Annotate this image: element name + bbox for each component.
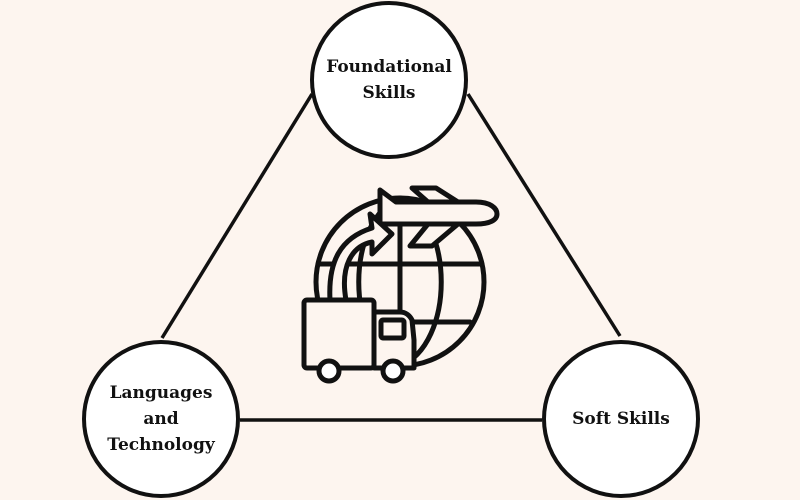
node-label-foundational-skills: Foundational Skills	[326, 57, 452, 103]
global-logistics-icon	[301, 185, 500, 384]
airplane-icon	[377, 185, 500, 249]
node-label-languages-and-technology: Languages and Technology	[107, 383, 215, 455]
connector-top-right	[466, 93, 622, 337]
node-label-soft-skills: Soft Skills	[572, 409, 670, 429]
connector-top-left	[160, 93, 314, 339]
delivery-truck-icon	[301, 297, 417, 384]
curved-arrow-icon	[327, 211, 395, 303]
node-languages-and-technology: Languages and Technology	[82, 340, 240, 498]
node-foundational-skills: Foundational Skills	[310, 1, 468, 159]
node-soft-skills: Soft Skills	[542, 340, 700, 498]
